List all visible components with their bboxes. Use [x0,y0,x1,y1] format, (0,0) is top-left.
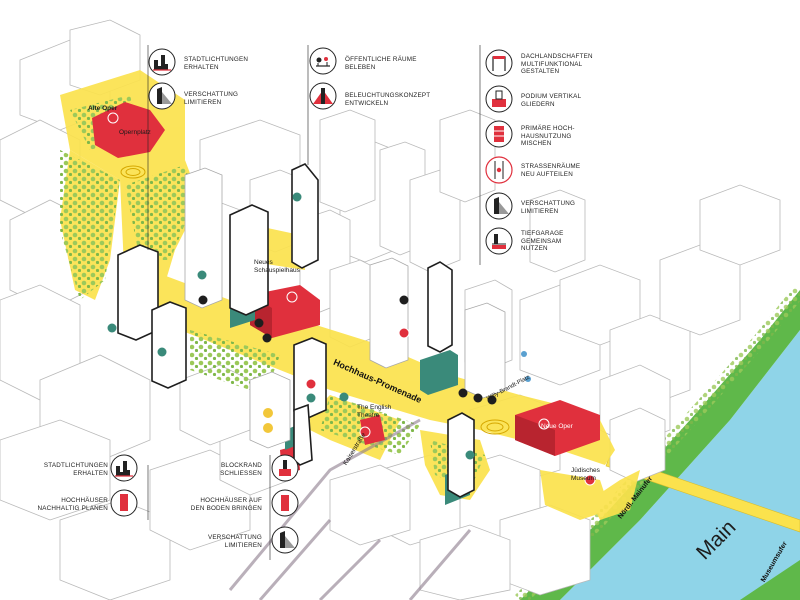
highrise-g [427,261,453,353]
highrise-f [293,403,313,466]
highrise-b [151,301,187,389]
place-label-alte-oper: Alte Oper [88,105,118,112]
highrise-d [291,163,319,269]
highrise-c [229,204,269,316]
highrise-h [447,412,475,498]
public-space-icon [309,47,337,75]
leader-lines [147,45,481,560]
river-main [560,330,800,600]
silhouette-icon [110,454,138,482]
shadow-icon [271,526,299,554]
block-edge-icon [271,454,299,482]
halo-rings [120,165,510,435]
highrise-e [293,337,327,419]
roofscape-icon [485,49,513,77]
sustainable-icon [110,489,138,517]
ground-icon [271,489,299,517]
mixed-use-icon [485,120,513,148]
garage-icon [485,227,513,255]
lighting-icon [309,82,337,110]
silhouette-icon [148,48,176,76]
place-label-opernplatz: Opernplatz [119,129,151,136]
shadow-icon [485,192,513,220]
street-space-icon [485,156,513,184]
podium-icon [485,85,513,113]
streets [228,418,472,600]
place-label-neue-oper: Neue Oper [541,423,573,430]
map-markers [107,112,596,486]
river-bank-south [740,560,800,600]
towers [184,167,506,449]
shadow-icon [148,82,176,110]
highrises [117,163,475,498]
